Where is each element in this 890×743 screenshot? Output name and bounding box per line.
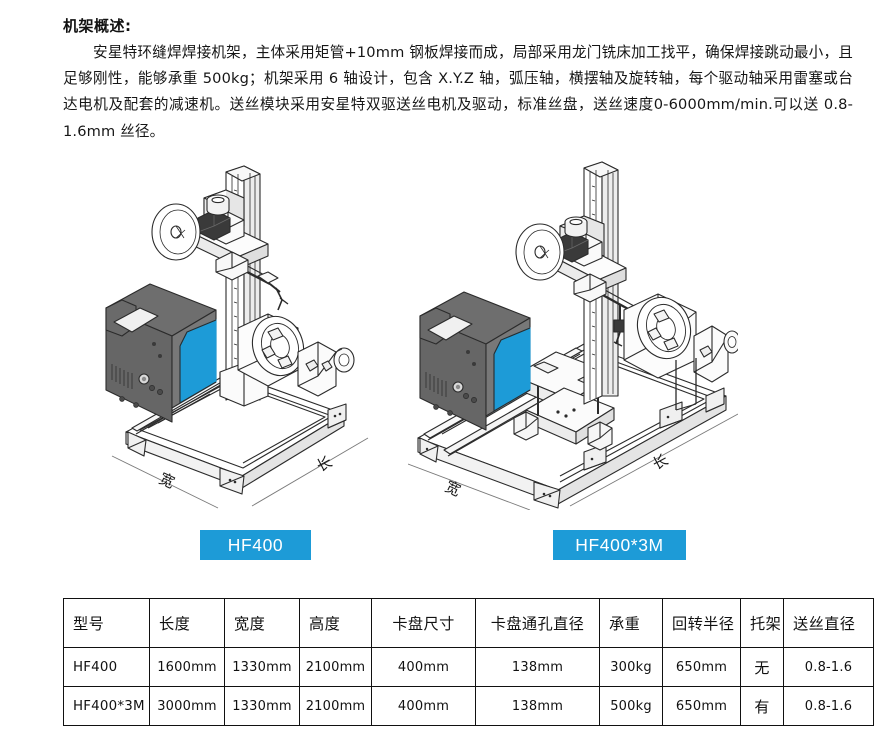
header-bracket: 托架 xyxy=(740,598,784,648)
table-row: HF400*3M 3000mm 1330mm 2100mm 400mm 138m… xyxy=(63,686,874,726)
cell-height: 2100mm xyxy=(299,686,372,726)
figure-area: 宽 长 xyxy=(0,160,890,520)
cell-load: 300kg xyxy=(599,647,663,687)
header-width: 宽度 xyxy=(224,598,300,648)
cell-load: 500kg xyxy=(599,686,663,726)
header-swing-radius: 回转半径 xyxy=(662,598,741,648)
description-body: 安星特环缝焊焊接机架，主体采用矩管+10mm 钢板焊接而成，局部采用龙门铣床加工… xyxy=(63,40,853,145)
header-load: 承重 xyxy=(599,598,663,648)
cell-bracket: 无 xyxy=(740,647,784,687)
rotary-positioner-2 xyxy=(623,293,741,411)
welding-torch xyxy=(215,251,289,311)
cell-swing-radius: 650mm xyxy=(662,647,741,687)
svg-text:长: 长 xyxy=(649,451,671,474)
description-paragraph: 安星特环缝焊焊接机架，主体采用矩管+10mm 钢板焊接而成，局部采用龙门铣床加工… xyxy=(63,44,853,140)
dimension-label-width: 宽 xyxy=(156,469,177,492)
cell-chuck-size: 400mm xyxy=(371,686,476,726)
dimension-label-width-2: 宽 xyxy=(442,477,463,500)
cell-bracket: 有 xyxy=(740,686,784,726)
spec-table-wrapper: 型号 长度 宽度 高度 卡盘尺寸 卡盘通孔直径 承重 回转半径 托架 送丝直径 … xyxy=(63,598,874,726)
dimension-label-length: 长 xyxy=(313,453,335,476)
model-badge-hf400[interactable]: HF400 xyxy=(200,530,311,560)
header-height: 高度 xyxy=(299,598,372,648)
model-label-row: HF400 HF400*3M xyxy=(0,528,890,564)
welder-power-unit xyxy=(105,283,217,423)
cell-model: HF400 xyxy=(63,647,150,687)
welding-torch-2 xyxy=(573,273,635,347)
cell-wire-dia: 0.8-1.6 xyxy=(783,686,874,726)
svg-text:长: 长 xyxy=(313,453,335,476)
svg-text:宽: 宽 xyxy=(442,477,463,500)
cell-width: 1330mm xyxy=(224,686,300,726)
machine-illustration-hf400: 宽 长 xyxy=(92,160,392,514)
section-title: 机架概述: xyxy=(63,17,132,35)
dimension-label-length-2: 长 xyxy=(649,451,671,474)
cell-length: 1600mm xyxy=(149,647,225,687)
hf400-drawing: 宽 长 xyxy=(105,165,369,509)
cell-wire-dia: 0.8-1.6 xyxy=(783,647,874,687)
header-chuck-bore: 卡盘通孔直径 xyxy=(475,598,600,648)
welder-power-unit-2 xyxy=(419,291,531,431)
svg-text:宽: 宽 xyxy=(156,469,177,492)
rotary-positioner xyxy=(237,313,355,397)
dimension-lines-2 xyxy=(407,413,739,511)
machine-illustration-hf400-3m: 宽 长 xyxy=(407,160,741,514)
cell-length: 3000mm xyxy=(149,686,225,726)
table-header-row: 型号 长度 宽度 高度 卡盘尺寸 卡盘通孔直径 承重 回转半径 托架 送丝直径 xyxy=(63,598,874,648)
hf400-3m-drawing: 宽 长 xyxy=(407,161,741,511)
cell-height: 2100mm xyxy=(299,647,372,687)
header-wire-dia: 送丝直径 xyxy=(783,598,874,648)
cell-swing-radius: 650mm xyxy=(662,686,741,726)
cell-chuck-bore: 138mm xyxy=(475,647,600,687)
cell-width: 1330mm xyxy=(224,647,300,687)
spec-table: 型号 长度 宽度 高度 卡盘尺寸 卡盘通孔直径 承重 回转半径 托架 送丝直径 … xyxy=(63,598,874,726)
cell-chuck-bore: 138mm xyxy=(475,686,600,726)
model-badge-hf400-3m[interactable]: HF400*3M xyxy=(553,530,686,560)
header-length: 长度 xyxy=(149,598,225,648)
cell-model: HF400*3M xyxy=(63,686,150,726)
wire-spool-2 xyxy=(515,223,565,281)
dimension-lines xyxy=(111,437,369,509)
base-feet xyxy=(127,403,347,495)
description-block: 机架概述: 安星特环缝焊焊接机架，主体采用矩管+10mm 钢板焊接而成，局部采用… xyxy=(63,16,853,145)
header-chuck-size: 卡盘尺寸 xyxy=(371,598,476,648)
wire-spool xyxy=(151,203,201,261)
cell-chuck-size: 400mm xyxy=(371,647,476,687)
table-row: HF400 1600mm 1330mm 2100mm 400mm 138mm 3… xyxy=(63,647,874,687)
header-model: 型号 xyxy=(63,598,150,648)
